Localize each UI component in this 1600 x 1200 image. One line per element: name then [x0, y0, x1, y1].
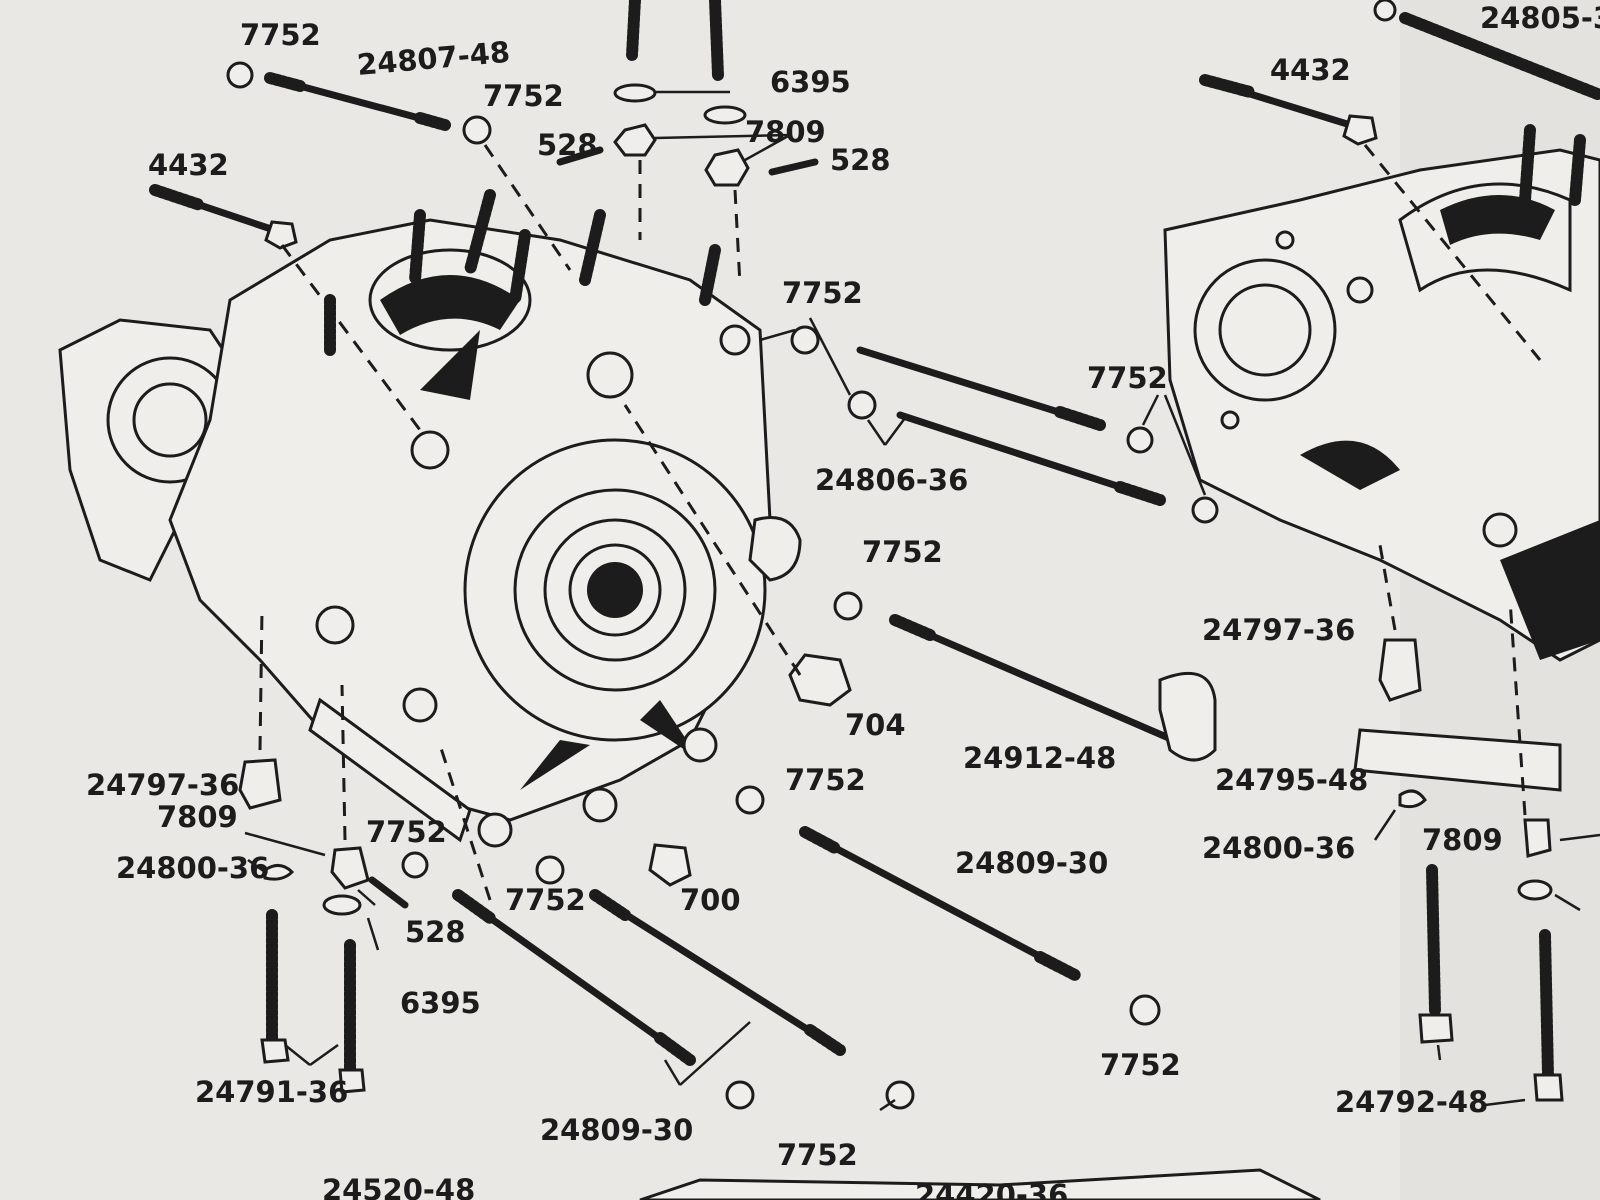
label-7752: 7752 — [505, 883, 586, 917]
label-528: 528 — [830, 143, 891, 177]
label-24800-36: 24800-36 — [116, 851, 269, 885]
label-528: 528 — [405, 915, 466, 949]
label-24809-30: 24809-30 — [955, 846, 1108, 880]
label-24800-36: 24800-36 — [1202, 831, 1355, 865]
label-7752: 7752 — [1100, 1048, 1181, 1082]
label-24805-30: 24805-30 — [1480, 1, 1600, 35]
label-7809: 7809 — [1422, 823, 1503, 857]
label-7752: 7752 — [240, 18, 321, 52]
label-6395: 6395 — [400, 986, 481, 1020]
label-7809: 7809 — [745, 115, 826, 149]
label-7752: 7752 — [782, 276, 863, 310]
label-24792-48: 24792-48 — [1335, 1085, 1488, 1119]
label-7809: 7809 — [157, 800, 238, 834]
label-24791-36: 24791-36 — [195, 1075, 348, 1109]
hardware — [149, 0, 1600, 1200]
label-704: 704 — [845, 708, 906, 742]
label-700: 700 — [680, 883, 741, 917]
leader-lines — [244, 90, 1600, 1112]
label-7752: 7752 — [777, 1138, 858, 1172]
label-24809-30: 24809-30 — [540, 1113, 693, 1147]
label-24520-48: 24520-48 — [322, 1173, 475, 1200]
assembly-lines — [258, 144, 1542, 901]
label-24806-36: 24806-36 — [815, 463, 968, 497]
label-24795-48: 24795-48 — [1215, 763, 1368, 797]
label-528: 528 — [537, 128, 598, 162]
label-24912-48: 24912-48 — [963, 741, 1116, 775]
label-24797-36: 24797-36 — [1202, 613, 1355, 647]
label-4432: 4432 — [148, 148, 229, 182]
label-24797-36: 24797-36 — [86, 768, 239, 802]
label-7752: 7752 — [785, 763, 866, 797]
left-crankcase-half — [58, 189, 802, 848]
label-7752: 7752 — [862, 535, 943, 569]
label-7752: 7752 — [1087, 361, 1168, 395]
label-24420-36: 24420-36 — [915, 1178, 1068, 1200]
label-6395: 6395 — [770, 65, 851, 99]
label-7752: 7752 — [483, 79, 564, 113]
right-crankcase-half — [1163, 124, 1600, 662]
label-4432: 4432 — [1270, 53, 1351, 87]
label-7752: 7752 — [366, 815, 447, 849]
part-labels: 7752 24807-48 7752 6395 7809 528 528 443… — [86, 1, 1600, 1200]
